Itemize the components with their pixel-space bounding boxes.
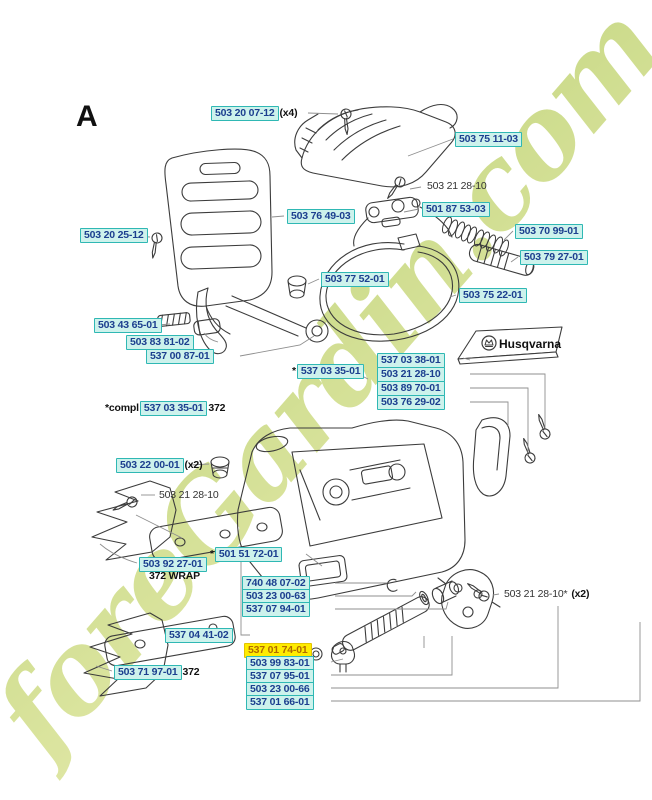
- part-label-503-71-97-01[interactable]: 503 71 97-01 372: [114, 665, 200, 680]
- label-prefix: *: [292, 365, 296, 377]
- part-label-503-75-11-03[interactable]: 503 75 11-03: [455, 132, 522, 147]
- part-number: 501 87 53-03: [422, 202, 490, 217]
- part-number: 503 23 00-66: [246, 682, 314, 697]
- part-label-537-04-41-02[interactable]: 537 04 41-02: [165, 628, 233, 643]
- part-number: 503 23 00-63: [242, 589, 310, 604]
- part-number: 503 92 27-01: [139, 557, 207, 572]
- part-label-503-92-27-01[interactable]: 503 92 27-01: [139, 557, 207, 572]
- part-number: 537 00 87-01: [146, 349, 214, 364]
- part-number: 503 71 97-01: [114, 665, 182, 680]
- variant-label-372-wrap: 372 WRAP: [146, 570, 203, 583]
- part-label-503-75-22-01[interactable]: 503 75 22-01: [459, 288, 527, 303]
- part-label-503-43-65-01[interactable]: 503 43 65-01: [94, 318, 162, 333]
- part-label-537-01-66-01[interactable]: 537 01 66-01: [246, 695, 314, 710]
- part-number: 503 20 07-12: [211, 106, 279, 121]
- part-number: 503 70 99-01: [515, 224, 583, 239]
- part-label-503-20-25-12[interactable]: 503 20 25-12: [80, 228, 148, 243]
- part-number: 537 07 94-01: [242, 602, 310, 617]
- part-label-501-87-53-03[interactable]: 501 87 53-03: [422, 202, 490, 217]
- part-label-503-23-00-63[interactable]: 503 23 00-63: [242, 589, 310, 604]
- label-suffix: 372: [208, 402, 226, 414]
- part-number: 503 21 28-10: [427, 180, 487, 192]
- part-number: 537 03 35-01: [139, 401, 208, 416]
- part-number: 537 03 35-01: [296, 364, 365, 379]
- part-number: 503 76 49-03: [287, 209, 355, 224]
- label-prefix: *compl: [105, 402, 139, 414]
- part-number: 503 83 81-02: [126, 335, 194, 350]
- part-number: 503 75 22-01: [459, 288, 527, 303]
- bushing-shape: [210, 456, 230, 479]
- part-number: 503 43 65-01: [94, 318, 162, 333]
- washer-shape: [419, 590, 429, 606]
- variant-text: 372 WRAP: [149, 570, 200, 582]
- part-label-503-21-28-10-b[interactable]: 503 21 28-10: [377, 367, 445, 382]
- part-label-503-22-00-01[interactable]: 503 22 00-01 (x2): [116, 458, 203, 473]
- main-body-shape: [236, 419, 466, 601]
- label-suffix: (x2): [184, 459, 203, 471]
- inlay-screw-1: [529, 413, 557, 442]
- part-label-compl-537-03-35-01[interactable]: *compl 537 03 35-01 372: [104, 401, 226, 416]
- plug-shape: [193, 318, 221, 336]
- part-label-503-23-00-66[interactable]: 503 23 00-66: [246, 682, 314, 697]
- label-suffix: (x4): [279, 107, 298, 119]
- part-label-503-21-28-10-d: 503 21 28-10* (x2): [501, 588, 590, 601]
- label-suffix: 372: [182, 666, 200, 678]
- grommet-shape: [287, 275, 307, 299]
- part-label-537-03-35-01-a[interactable]: *537 03 35-01: [291, 364, 365, 379]
- leader-lines: [95, 112, 641, 702]
- part-label-503-89-70-01[interactable]: 503 89 70-01: [377, 381, 445, 396]
- pump-screw: [467, 579, 491, 604]
- part-number: 503 75 11-03: [455, 132, 522, 147]
- badge-brand-text: Husqvarna: [499, 337, 561, 351]
- brake-band-shape: [319, 233, 460, 342]
- ribbed-tube-shape: [468, 243, 535, 276]
- part-label-537-00-87-01[interactable]: 537 00 87-01: [146, 349, 214, 364]
- part-number: 503 21 28-10: [159, 489, 219, 501]
- part-label-503-76-29-02[interactable]: 503 76 29-02: [377, 395, 445, 410]
- part-label-503-20-07-12[interactable]: 503 20 07-12 (x4): [211, 106, 298, 121]
- part-number: 501 51 72-01: [214, 547, 283, 562]
- part-label-503-83-81-02[interactable]: 503 83 81-02: [126, 335, 194, 350]
- part-number: 503 21 28-10*: [504, 588, 568, 600]
- hand-guard-shape: [164, 148, 329, 355]
- part-label-503-79-27-01[interactable]: 503 79 27-01: [520, 250, 588, 265]
- part-number: 503 22 00-01: [116, 458, 184, 473]
- part-label-503-76-49-03[interactable]: 503 76 49-03: [287, 209, 355, 224]
- part-number: 537 04 41-02: [165, 628, 233, 643]
- top-cover-shape: [294, 103, 458, 188]
- label-suffix: (x2): [571, 588, 590, 600]
- part-number: 503 20 25-12: [80, 228, 148, 243]
- section-label: A: [76, 100, 98, 133]
- part-label-503-21-28-10-a: 503 21 28-10: [424, 180, 490, 193]
- part-number: 503 79 27-01: [520, 250, 588, 265]
- part-number: 503 89 70-01: [377, 381, 445, 396]
- part-label-537-01-74-01-highlighted[interactable]: 537 01 74-01: [244, 643, 312, 658]
- pump-body-shape: [437, 569, 501, 629]
- elbow-fitting-shape: [330, 640, 356, 673]
- circlip-shape: [386, 578, 398, 592]
- part-label-537-07-94-01[interactable]: 537 07 94-01: [242, 602, 310, 617]
- worm-shaft-shape: [331, 596, 430, 655]
- label-prefix: *: [210, 548, 214, 560]
- part-number: 537 01 74-01: [244, 643, 312, 658]
- part-number: 537 01 66-01: [246, 695, 314, 710]
- part-label-503-99-83-01[interactable]: 503 99 83-01: [246, 656, 314, 671]
- part-number: 503 21 28-10: [377, 367, 445, 382]
- part-label-537-03-38-01[interactable]: 537 03 38-01: [377, 353, 445, 368]
- part-label-503-77-52-01[interactable]: 503 77 52-01: [321, 272, 389, 287]
- oil-pump-parts: [309, 569, 501, 673]
- part-number: 503 99 83-01: [246, 656, 314, 671]
- part-number: 503 76 29-02: [377, 395, 445, 410]
- part-label-503-21-28-10-c: 503 21 28-10: [156, 489, 222, 502]
- part-number: 503 77 52-01: [321, 272, 389, 287]
- part-number: 537 03 38-01: [377, 353, 445, 368]
- part-label-501-51-72-01[interactable]: *501 51 72-01: [209, 547, 283, 562]
- part-label-503-70-99-01[interactable]: 503 70 99-01: [515, 224, 583, 239]
- husqvarna-badge: Husqvarna: [457, 326, 563, 365]
- handle-inlay-shape: [472, 417, 511, 497]
